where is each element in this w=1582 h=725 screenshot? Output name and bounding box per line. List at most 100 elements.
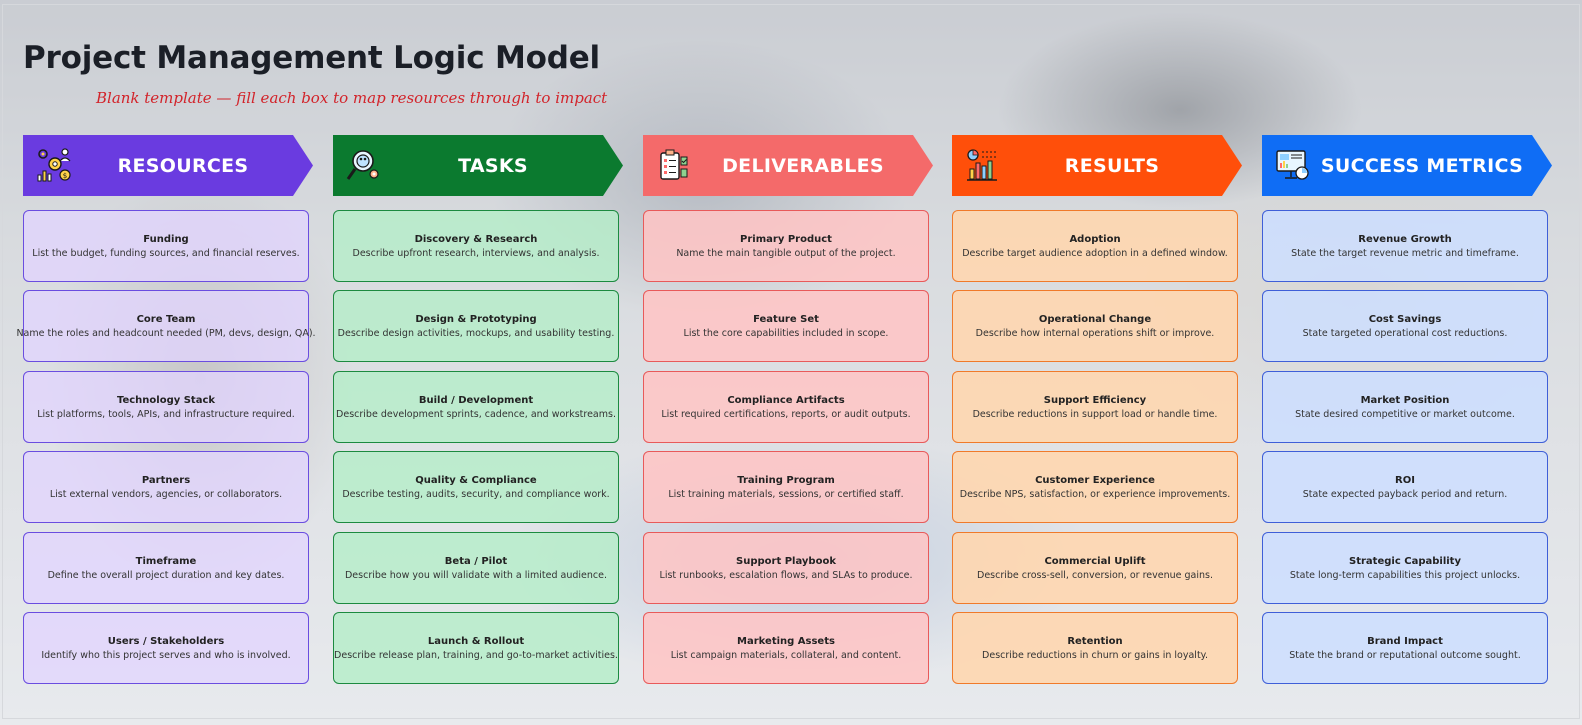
card-desc: Describe NPS, satisfaction, or experienc… <box>959 488 1231 500</box>
card-title: Users / Stakeholders <box>107 635 225 647</box>
card-design-prototyping[interactable]: Design & Prototyping Describe design act… <box>333 290 619 362</box>
card-title: Strategic Capability <box>1349 555 1461 567</box>
card-title: Quality & Compliance <box>415 474 537 486</box>
card-desc: Describe cross-sell, conversion, or reve… <box>977 569 1213 581</box>
card-desc: Describe how you will validate with a li… <box>344 569 607 581</box>
card-title: Support Playbook <box>736 555 836 567</box>
card-feature-set[interactable]: Feature Set List the core capabilities i… <box>643 290 929 362</box>
card-operational-change[interactable]: Operational Change Describe how internal… <box>952 290 1238 362</box>
header-results[interactable]: RESULTS <box>952 135 1242 196</box>
card-desc: Name the roles and headcount needed (PM,… <box>16 327 316 339</box>
card-title: Customer Experience <box>1035 474 1155 486</box>
card-title: Design & Prototyping <box>415 313 537 325</box>
card-desc: Describe testing, audits, security, and … <box>342 488 610 500</box>
card-title: Discovery & Research <box>414 233 538 245</box>
card-desc: State long-term capabilities this projec… <box>1289 569 1521 581</box>
card-title: Build / Development <box>418 394 534 406</box>
card-title: ROI <box>1395 474 1415 486</box>
card-roi[interactable]: ROI State expected payback period and re… <box>1262 451 1548 523</box>
card-title: Launch & Rollout <box>427 635 525 647</box>
card-timeframe[interactable]: Timeframe Define the overall project dur… <box>23 532 309 604</box>
card-customer-experience[interactable]: Customer Experience Describe NPS, satisf… <box>952 451 1238 523</box>
card-desc: Describe development sprints, cadence, a… <box>336 408 616 420</box>
card-title: Support Efficiency <box>1043 394 1147 406</box>
column-results: RESULTS Adoption Describe target audienc… <box>952 135 1244 684</box>
budget-team-icon: $ <box>37 148 71 182</box>
card-compliance-artifacts[interactable]: Compliance Artifacts List required certi… <box>643 371 929 443</box>
card-title: Operational Change <box>1038 313 1152 325</box>
card-revenue-growth[interactable]: Revenue Growth State the target revenue … <box>1262 210 1548 282</box>
card-training-program[interactable]: Training Program List training materials… <box>643 451 929 523</box>
card-commercial-uplift[interactable]: Commercial Uplift Describe cross-sell, c… <box>952 532 1238 604</box>
card-title: Cost Savings <box>1368 313 1442 325</box>
card-title: Primary Product <box>740 233 832 245</box>
board-frame <box>2 4 1580 719</box>
card-strategic-capability[interactable]: Strategic Capability State long-term cap… <box>1262 532 1548 604</box>
card-desc: List platforms, tools, APIs, and infrast… <box>37 408 295 420</box>
dashboard-icon <box>1276 150 1309 180</box>
checklist-icon <box>660 149 688 180</box>
card-title: Brand Impact <box>1367 635 1443 647</box>
card-build-development[interactable]: Build / Development Describe development… <box>333 371 619 443</box>
card-title: Feature Set <box>753 313 819 325</box>
column-tasks: TASKS Discovery & Research Describe upfr… <box>333 135 625 684</box>
card-desc: Describe target audience adoption in a d… <box>962 247 1228 259</box>
card-title: Training Program <box>737 474 835 486</box>
column-deliverables: DELIVERABLES Primary Product Name the ma… <box>643 135 935 684</box>
card-marketing-assets[interactable]: Marketing Assets List campaign materials… <box>643 612 929 684</box>
page-title: Project Management Logic Model <box>23 40 600 76</box>
card-primary-product[interactable]: Primary Product Name the main tangible o… <box>643 210 929 282</box>
card-desc: Describe reductions in churn or gains in… <box>982 649 1208 661</box>
card-desc: State desired competitive or market outc… <box>1295 408 1515 420</box>
card-launch-rollout[interactable]: Launch & Rollout Describe release plan, … <box>333 612 619 684</box>
header-success-metrics[interactable]: SUCCESS METRICS <box>1262 135 1552 196</box>
card-desc: List training materials, sessions, or ce… <box>668 488 904 500</box>
card-title: Beta / Pilot <box>444 555 508 567</box>
bar-chart-icon <box>967 149 997 181</box>
search-gear-icon <box>346 150 379 180</box>
card-title: Technology Stack <box>116 394 216 406</box>
card-retention[interactable]: Retention Describe reductions in churn o… <box>952 612 1238 684</box>
card-desc: Describe how internal operations shift o… <box>975 327 1215 339</box>
card-desc: Identify who this project serves and who… <box>41 649 291 661</box>
card-title: Marketing Assets <box>737 635 835 647</box>
card-title: Revenue Growth <box>1358 233 1452 245</box>
card-funding[interactable]: Funding List the budget, funding sources… <box>23 210 309 282</box>
header-label: DELIVERABLES <box>722 154 884 177</box>
card-adoption[interactable]: Adoption Describe target audience adopti… <box>952 210 1238 282</box>
header-deliverables[interactable]: DELIVERABLES <box>643 135 933 196</box>
header-label: RESOURCES <box>117 154 249 177</box>
card-desc: Define the overall project duration and … <box>47 569 285 581</box>
card-core-team[interactable]: Core Team Name the roles and headcount n… <box>16 290 316 362</box>
card-brand-impact[interactable]: Brand Impact State the brand or reputati… <box>1262 612 1548 684</box>
header-label: SUCCESS METRICS <box>1320 154 1524 177</box>
card-market-position[interactable]: Market Position State desired competitiv… <box>1262 371 1548 443</box>
card-partners[interactable]: Partners List external vendors, agencies… <box>23 451 309 523</box>
card-title: Compliance Artifacts <box>727 394 845 406</box>
header-tasks[interactable]: TASKS <box>333 135 623 196</box>
card-desc: List the core capabilities included in s… <box>683 327 889 339</box>
header-resources[interactable]: $ RESOURCES <box>23 135 313 196</box>
card-title: Adoption <box>1069 233 1121 245</box>
card-desc: State the brand or reputational outcome … <box>1289 649 1521 661</box>
column-resources: $ RESOURCES Funding List the budget, fun… <box>16 135 316 684</box>
card-desc: List external vendors, agencies, or coll… <box>49 488 283 500</box>
card-support-efficiency[interactable]: Support Efficiency Describe reductions i… <box>952 371 1238 443</box>
header-label: RESULTS <box>1064 154 1160 177</box>
card-desc: List runbooks, escalation flows, and SLA… <box>659 569 913 581</box>
card-title: Core Team <box>136 313 196 325</box>
card-desc: Name the main tangible output of the pro… <box>676 247 896 259</box>
card-desc: List required certifications, reports, o… <box>661 408 911 420</box>
card-support-playbook[interactable]: Support Playbook List runbooks, escalati… <box>643 532 929 604</box>
card-title: Funding <box>143 233 189 245</box>
card-technology-stack[interactable]: Technology Stack List platforms, tools, … <box>23 371 309 443</box>
card-quality-compliance[interactable]: Quality & Compliance Describe testing, a… <box>333 451 619 523</box>
card-cost-savings[interactable]: Cost Savings State targeted operational … <box>1262 290 1548 362</box>
card-desc: Describe design activities, mockups, and… <box>337 327 615 339</box>
card-users-stakeholders[interactable]: Users / Stakeholders Identify who this p… <box>23 612 309 684</box>
card-beta-pilot[interactable]: Beta / Pilot Describe how you will valid… <box>333 532 619 604</box>
card-discovery-research[interactable]: Discovery & Research Describe upfront re… <box>333 210 619 282</box>
card-desc: List campaign materials, collateral, and… <box>670 649 902 661</box>
